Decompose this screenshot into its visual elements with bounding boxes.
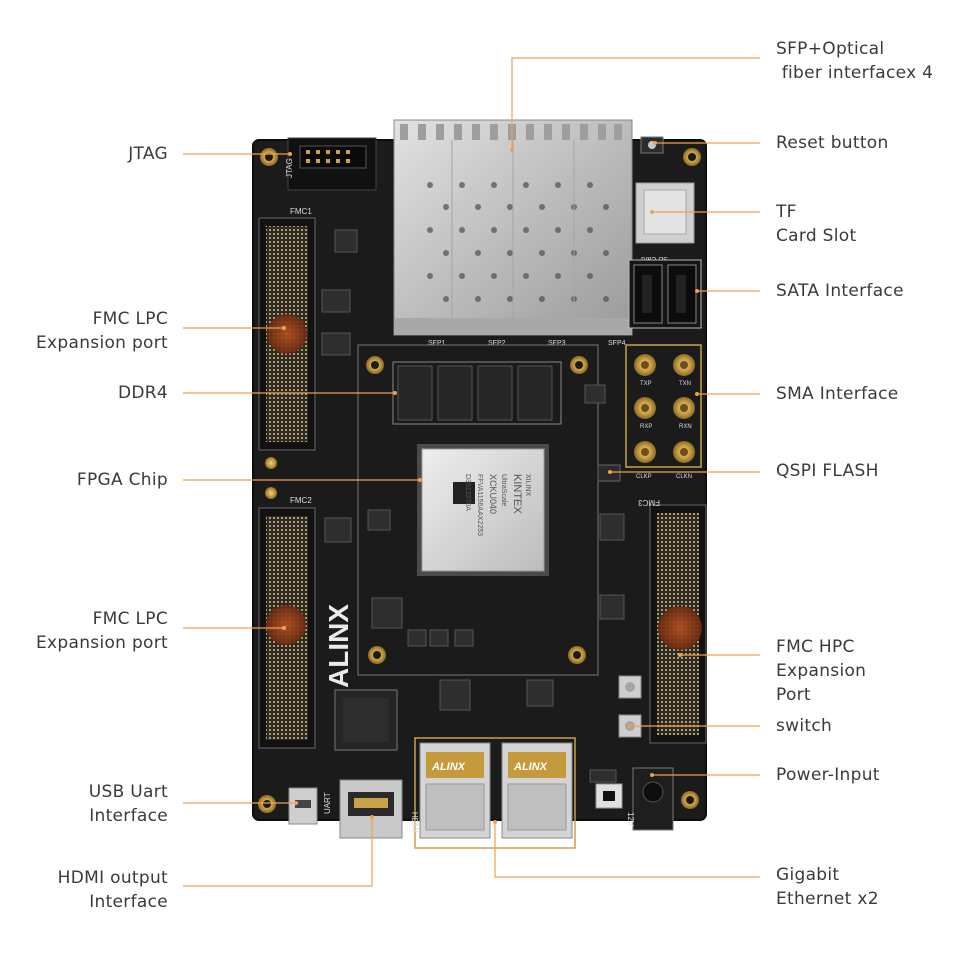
sfp-silkscreen: SFP1 SFP2 SFP3 SFP4 [428,340,626,347]
svg-text:SFP3: SFP3 [548,340,566,347]
svg-text:XILINX: XILINX [524,474,531,497]
label-sfp: SFP+Optical fiber interfacex 4 [776,39,934,83]
sma-connectors: TXP TXN RXP RXN CLKP CLKN [625,344,702,480]
leader-lines [183,57,760,887]
svg-text:SFP2: SFP2 [488,340,506,347]
svg-text:KINTEX: KINTEX [511,474,523,514]
svg-text:FMC3: FMC3 [638,498,660,507]
svg-text:FMC2: FMC2 [290,496,312,505]
svg-text:XCKU040: XCKU040 [488,474,498,514]
leader-sfp [511,57,760,150]
svg-text:RXP: RXP [640,424,652,430]
svg-text:SFP1: SFP1 [428,340,446,347]
svg-text:12V: 12V [626,812,635,827]
label-sata-interface: SATA Interface [776,281,904,301]
label-ddr4: DDR4 [117,383,168,403]
svg-text:SFP4: SFP4 [608,340,626,347]
mounting-holes [258,148,701,813]
fpga-chip: XILINX KINTEX UltraScale XCKU040 FFVA115… [417,444,549,576]
ethernet-ports: ALINX ALINX [414,737,576,849]
svg-text:CLKN: CLKN [676,474,692,480]
label-sma-interface: SMA Interface [776,384,899,404]
fmc3-connector: FMC3 [638,498,707,744]
svg-text:TXP: TXP [640,381,652,387]
label-power-input: Power-Input [776,765,880,785]
label-switch: switch [776,716,833,736]
label-fpga-chip: FPGA Chip [76,470,168,490]
leader-hdmi [183,817,373,887]
sfp-cage [393,119,633,336]
svg-text:CLKP: CLKP [636,474,652,480]
sata-connectors [628,259,702,329]
svg-text:UltraScale: UltraScale [500,474,507,506]
leader-gigabit [494,822,760,878]
svg-text:FFVA1156AAX2253: FFVA1156AAX2253 [476,474,483,536]
usb-uart-connector: UART [288,787,332,825]
jtag-silkscreen: JTAG [285,158,294,178]
label-jtag: JTAG [128,144,168,164]
svg-text:ALINX: ALINX [513,761,548,773]
svg-text:SD Card: SD Card [641,255,668,262]
svg-text:D3512270A: D3512270A [464,474,471,511]
misc-components [321,229,625,783]
svg-text:TXN: TXN [679,381,691,387]
fmc2-connector: FMC2 [258,496,316,749]
jtag-header: JTAG [285,137,377,191]
svg-text:RXN: RXN [679,424,692,430]
svg-text:FMC1: FMC1 [290,207,312,216]
alinx-board-logo: ALINX [323,604,354,688]
fmc1-connector: FMC1 [258,207,316,451]
label-reset-button: Reset button [776,133,889,153]
leader-dots [282,141,699,824]
svg-text:HDMI: HDMI [410,812,419,832]
svg-text:UART: UART [323,792,332,814]
svg-text:ALINX: ALINX [431,761,466,773]
label-qspi-flash: QSPI FLASH [776,461,879,481]
reset-button-part [640,136,664,154]
hdmi-connector: HDMI [339,779,419,839]
power-jack: 12V [595,767,674,831]
